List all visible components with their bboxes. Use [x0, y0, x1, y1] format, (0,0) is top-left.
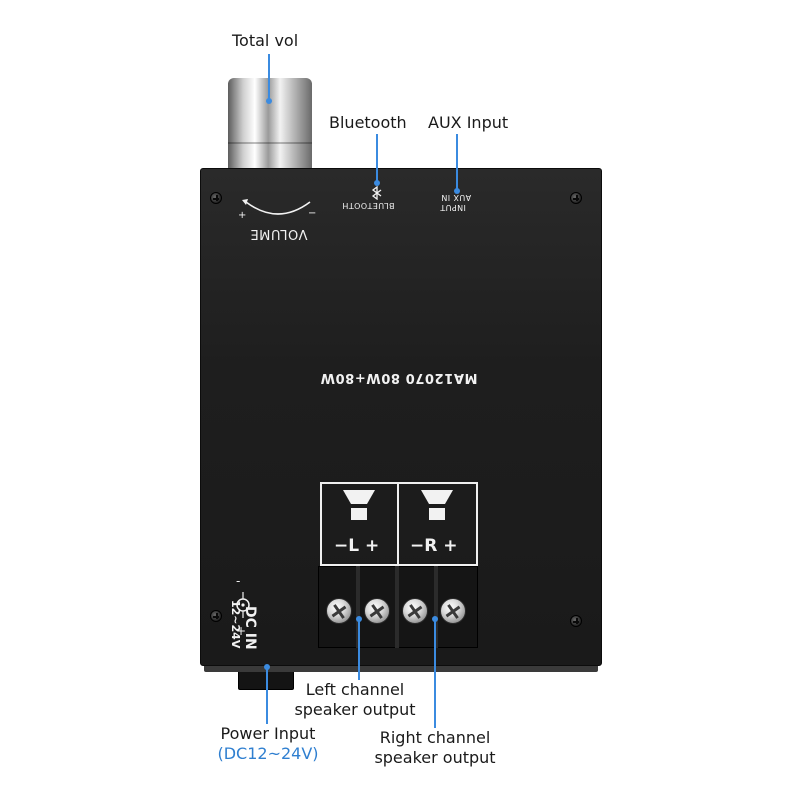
volume-knob[interactable]	[228, 78, 312, 170]
volume-plus-mark: +	[238, 210, 247, 221]
aux-input-label: AUX Input	[428, 113, 509, 132]
left-output-line2: speaker output	[294, 700, 416, 719]
right-output-leader-dot	[432, 616, 438, 622]
model-silkscreen: MA12070 80W+80W	[320, 370, 478, 385]
bluetooth-leader-dot	[374, 180, 380, 186]
board-edge	[204, 662, 598, 672]
bluetooth-label: Bluetooth	[329, 113, 407, 132]
dc-plus-mark: +	[236, 624, 247, 638]
right-output-line2: speaker output	[374, 748, 496, 767]
terminal-rib	[356, 566, 360, 648]
left-output-leader-dot	[356, 616, 362, 622]
power-input-leader-dot	[264, 664, 270, 670]
right-speaker-icon	[421, 490, 453, 520]
power-input-label: Power Input (DC12~24V)	[208, 724, 328, 764]
aux-input-leader	[456, 134, 458, 192]
power-input-leader	[266, 668, 268, 724]
volume-silkscreen: VOLUME	[250, 226, 308, 241]
terminal-rib	[395, 566, 399, 648]
channel-divider	[397, 482, 399, 566]
aux-in-silkscreen: AUX IN	[441, 193, 472, 202]
screw-top-left	[210, 192, 222, 204]
left-plus-terminal-screw[interactable]	[364, 598, 390, 624]
right-output-leader	[434, 620, 436, 728]
volume-direction-icon	[242, 199, 311, 215]
screw-bottom-left	[210, 610, 222, 622]
right-output-label: Right channel speaker output	[362, 728, 508, 768]
input-silkscreen: INPUT	[440, 203, 466, 212]
volume-minus-mark: −	[308, 208, 317, 219]
bluetooth-leader	[376, 134, 378, 184]
right-minus-terminal-screw[interactable]	[402, 598, 428, 624]
speaker-output-panel	[320, 482, 478, 566]
left-output-label: Left channel speaker output	[285, 680, 425, 720]
total-vol-leader-dot	[266, 98, 272, 104]
power-input-line1: Power Input	[220, 724, 316, 743]
screw-top-right	[570, 192, 582, 204]
left-output-line1: Left channel	[305, 680, 405, 699]
right-output-line1: Right channel	[379, 728, 491, 747]
right-plus-terminal-screw[interactable]	[440, 598, 466, 624]
power-spec-text: (DC12~24V)	[217, 744, 319, 763]
left-channel-silkscreen: −L +	[334, 536, 380, 556]
right-channel-silkscreen: −R +	[410, 536, 458, 556]
left-output-leader	[358, 620, 360, 680]
bluetooth-icon	[371, 186, 382, 200]
dc-minus-mark: -	[236, 574, 241, 588]
total-vol-leader	[268, 54, 270, 102]
terminal-rib	[434, 566, 438, 648]
screw-bottom-right	[570, 615, 582, 627]
left-speaker-icon	[343, 490, 375, 520]
total-vol-label: Total vol	[232, 31, 299, 50]
dc-polarity-icon	[236, 592, 250, 618]
aux-input-leader-dot	[454, 188, 460, 194]
left-minus-terminal-screw[interactable]	[326, 598, 352, 624]
bluetooth-silkscreen: BLUETOOTH	[342, 201, 395, 210]
